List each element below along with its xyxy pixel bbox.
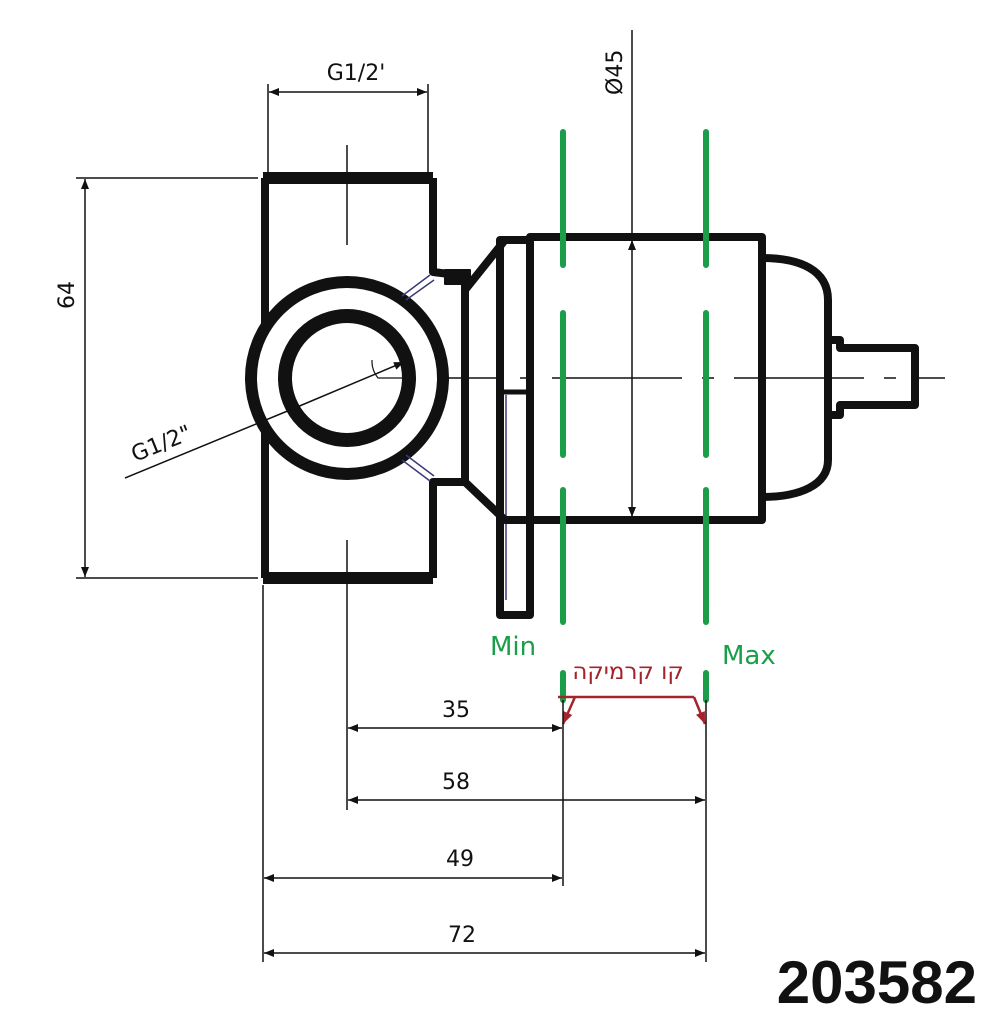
max-label: Max <box>722 641 776 671</box>
cartridge <box>461 233 919 619</box>
extension-lines <box>76 84 707 962</box>
hidden-lines <box>401 274 507 600</box>
install-range-lines <box>560 129 709 703</box>
height-label: 64 <box>55 281 80 309</box>
dimension-72: 72 <box>448 923 476 948</box>
min-label: Min <box>490 632 536 662</box>
valve-body <box>245 172 471 584</box>
dimension-35: 35 <box>442 698 470 723</box>
dimension-49: 49 <box>446 847 474 872</box>
top-thread-label: G1/2' <box>327 61 386 86</box>
tile-line-bracket <box>558 695 707 725</box>
tile-line-label: קו קרמיקה <box>572 659 683 685</box>
part-number: 203582 <box>777 949 977 1016</box>
side-thread-label: G1/2" <box>128 421 195 468</box>
dimension-58: 58 <box>442 770 470 795</box>
dimension-lines <box>81 88 705 957</box>
diameter-label: Ø45 <box>603 50 628 95</box>
